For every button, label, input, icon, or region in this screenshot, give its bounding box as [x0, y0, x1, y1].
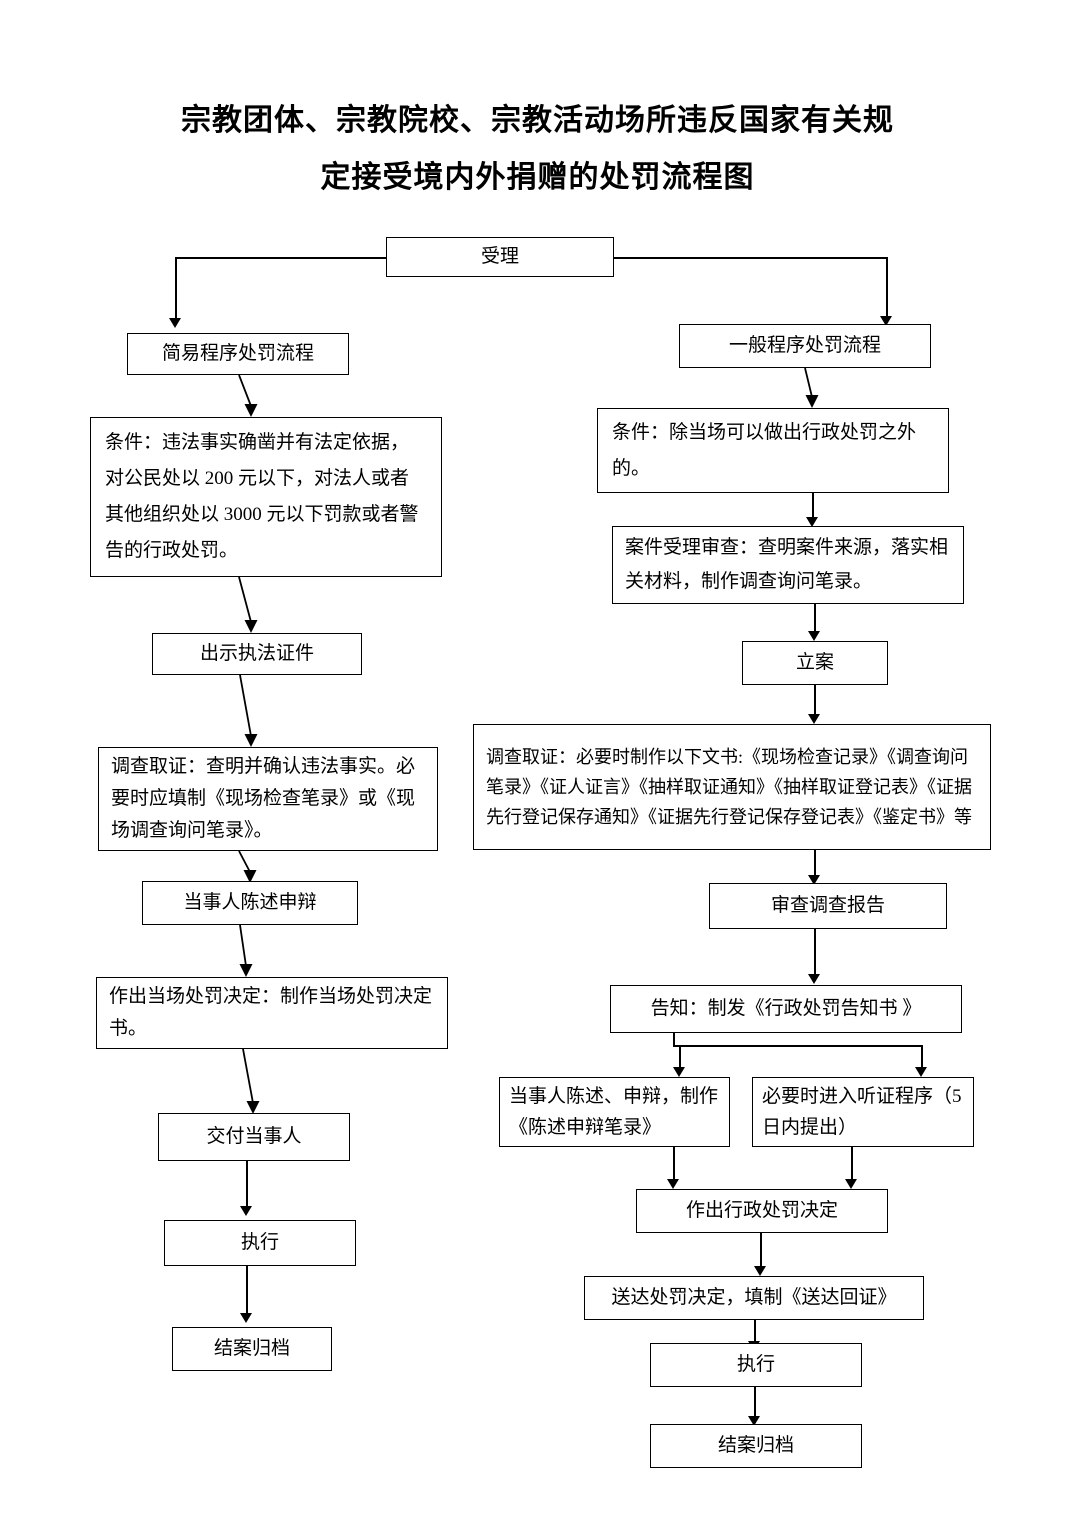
page-title-line2: 定接受境内外捐赠的处罚流程图: [320, 161, 755, 194]
node-left-header[interactable]: 简易程序处罚流程: [127, 333, 349, 375]
arrowhead-right-report: [808, 875, 821, 885]
node-right-condition[interactable]: 条件：除当场可以做出行政处罚之外的。: [597, 408, 949, 493]
node-right-archive[interactable]: 结案归档: [650, 1424, 862, 1468]
connector-decision-to-serve: [760, 1233, 762, 1269]
connector-right-review-to-file: [814, 604, 816, 634]
connector-notice-split-to-hearing: [921, 1045, 923, 1070]
node-right-case-review[interactable]: 案件受理审查：查明案件来源，落实相关材料，制作调查询问笔录。: [612, 526, 964, 604]
node-left-decision[interactable]: 作出当场处罚决定：制作当场处罚决定书。: [96, 977, 448, 1049]
arrowhead-left-execute: [240, 1206, 253, 1216]
node-right-notice[interactable]: 告知：制发《行政处罚告知书 》: [610, 985, 962, 1033]
connector-accept-right-h: [613, 257, 888, 259]
arrowhead-decision-from-statement: [667, 1179, 680, 1189]
node-right-serve[interactable]: 送达处罚决定，填制《送达回证》: [584, 1276, 924, 1320]
node-right-decision[interactable]: 作出行政处罚决定: [636, 1189, 888, 1233]
page-title: 宗教团体、宗教院校、宗教活动场所违反国家有关规 定接受境内外捐赠的处罚流程图: [0, 92, 1075, 206]
arrowhead-right-statement: [673, 1067, 686, 1077]
connector-serve-to-execute: [754, 1320, 756, 1344]
node-right-header[interactable]: 一般程序处罚流程: [679, 324, 931, 368]
arrowhead-right-evidence: [808, 714, 821, 724]
node-right-execute[interactable]: 执行: [650, 1343, 862, 1387]
arrowhead-accept-right: [880, 316, 893, 326]
node-right-statement[interactable]: 当事人陈述、申辩，制作《陈述申辩笔录》: [499, 1077, 730, 1147]
connector-right-file-to-evidence: [814, 685, 816, 717]
node-right-file-case[interactable]: 立案: [742, 641, 888, 685]
connector-notice-split-to-statement: [679, 1045, 681, 1070]
arrowhead-right-file: [808, 631, 821, 641]
connector-statement-to-decision: [673, 1147, 675, 1182]
arrowhead-left-archive: [240, 1313, 253, 1323]
node-left-statement[interactable]: 当事人陈述申辩: [142, 881, 358, 925]
arrowhead-right-serve: [754, 1266, 767, 1276]
connector-accept-right-v: [886, 257, 888, 319]
node-right-evidence[interactable]: 调查取证：必要时制作以下文书:《现场检查记录》《调查询问笔录》《证人证言》《抽样…: [473, 724, 991, 850]
connector-notice-split-left-stub: [673, 1033, 675, 1046]
connector-execute-to-archive: [754, 1387, 756, 1419]
arrowhead-right-hearing: [915, 1067, 928, 1077]
arrowhead-decision-from-hearing: [845, 1179, 858, 1189]
connector-accept-left-h: [175, 257, 387, 259]
node-left-archive[interactable]: 结案归档: [172, 1327, 332, 1371]
connector-left-deliver-to-execute: [246, 1161, 248, 1209]
node-accept[interactable]: 受理: [386, 237, 614, 277]
node-left-execute[interactable]: 执行: [164, 1220, 356, 1266]
connector-right-evidence-to-report: [814, 850, 816, 878]
connector-right-report-to-notice: [814, 929, 816, 977]
connector-accept-left-v: [175, 257, 177, 321]
arrowhead-accept-left: [169, 318, 182, 328]
arrowhead-right-archive: [748, 1416, 761, 1426]
node-left-condition[interactable]: 条件：违法事实确凿并有法定依据，对公民处以 200 元以下，对法人或者其他组织处…: [90, 417, 442, 577]
node-left-investigate[interactable]: 调查取证：查明并确认违法事实。必要时应填制《现场检查笔录》或《现场调查询问笔录》…: [98, 747, 438, 851]
connector-hearing-to-decision: [851, 1147, 853, 1182]
arrowhead-right-notice: [808, 974, 821, 984]
node-right-hearing[interactable]: 必要时进入听证程序（5 日内提出）: [752, 1077, 974, 1147]
arrowhead-right-review: [806, 517, 819, 527]
connector-right-condition-to-review: [812, 493, 814, 520]
node-left-show-credentials[interactable]: 出示执法证件: [152, 633, 362, 675]
node-right-report[interactable]: 审查调查报告: [709, 883, 947, 929]
page-title-line1: 宗教团体、宗教院校、宗教活动场所违反国家有关规: [181, 104, 894, 137]
node-left-deliver[interactable]: 交付当事人: [158, 1113, 350, 1161]
connector-notice-split-h: [673, 1045, 923, 1047]
connector-left-execute-to-archive: [246, 1266, 248, 1316]
